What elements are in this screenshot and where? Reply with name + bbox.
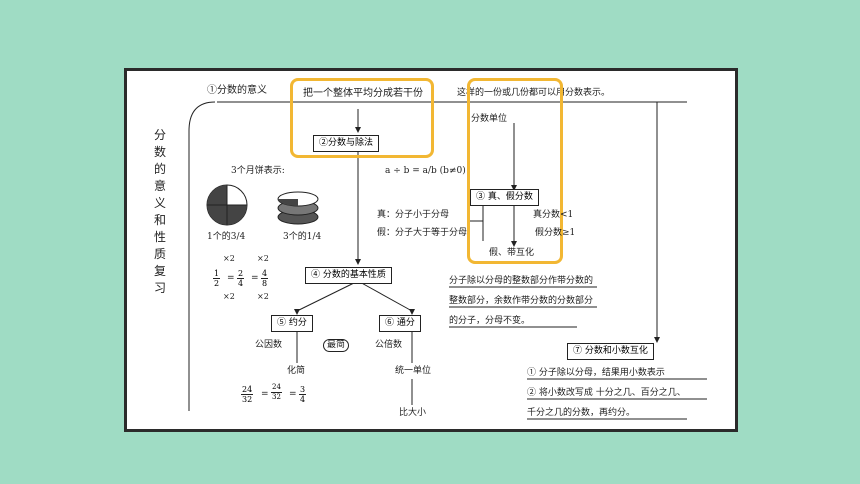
node-common-denom: ⑥ 通分 [379, 315, 421, 332]
true-definition: 真：分子小于分母 [377, 210, 450, 220]
node-whole: 把一个整体平均分成若干份 [303, 88, 423, 99]
node-convert-decimal: ⑦ 分数和小数互化 [567, 343, 654, 360]
node-take: 这样的一份或几份都可以用分数表示。 [457, 88, 611, 98]
label-lcm: 公倍数 [375, 340, 403, 350]
stacked-cakes-icon [277, 191, 319, 225]
label-simplest: 最简 [323, 339, 350, 352]
false-ge-1: 假分数≥1 [535, 228, 576, 238]
times2-top-1: ×2 [223, 254, 235, 263]
node-mixed: 假、带互化 [489, 248, 535, 258]
times2-top-2: ×2 [257, 254, 269, 263]
true-lt-1: 真分数<1 [533, 210, 574, 220]
convert-step-2: ② 将小数改写成 十分之几、百分之几、 [527, 388, 686, 398]
vertical-title: 分数的意义和性质复习 [153, 128, 166, 295]
convert-step-3: 千分之几的分数，再约分。 [527, 408, 636, 418]
label-one-cake: 1个的3/4 [207, 232, 246, 242]
cakes-title: 3个月饼表示: [231, 166, 285, 176]
label-simplify: 化简 [287, 366, 306, 376]
label-three-cakes: 3个的1/4 [283, 232, 322, 242]
convert-step-1: ① 分子除以分母，结果用小数表示 [527, 368, 665, 378]
pie-one-cake-icon [206, 184, 248, 226]
times2-bottom-1: ×2 [223, 292, 235, 301]
node-division: ②分数与除法 [313, 135, 380, 152]
node-true-false: ③ 真、假分数 [470, 189, 539, 206]
connector-lines [188, 101, 707, 420]
highlight-box-left [290, 78, 434, 158]
label-compare: 比大小 [399, 408, 427, 418]
concept-map-sheet: 分数的意义和性质复习 ①分数的意义 把一个整体平均分成若干份 这样的一份或几份都… [124, 68, 738, 432]
label-gcd: 公因数 [255, 340, 283, 350]
label-unify-unit: 统一单位 [395, 366, 432, 376]
division-formula: a ÷ b = a/b (b≠0) [385, 166, 466, 176]
node-meaning: ①分数的意义 [207, 85, 267, 96]
times2-bottom-2: ×2 [257, 292, 269, 301]
highlight-box-right [467, 78, 563, 264]
node-unit: 分数单位 [471, 114, 508, 124]
mixed-rule: 分子除以分母的整数部分作带分数的整数部分，余数作带分数的分数部分的分子，分母不变… [449, 276, 594, 326]
false-definition: 假：分子大于等于分母 [377, 228, 468, 238]
node-basic-property: ④ 分数的基本性质 [305, 267, 392, 284]
node-reduce: ⑤ 约分 [271, 315, 313, 332]
